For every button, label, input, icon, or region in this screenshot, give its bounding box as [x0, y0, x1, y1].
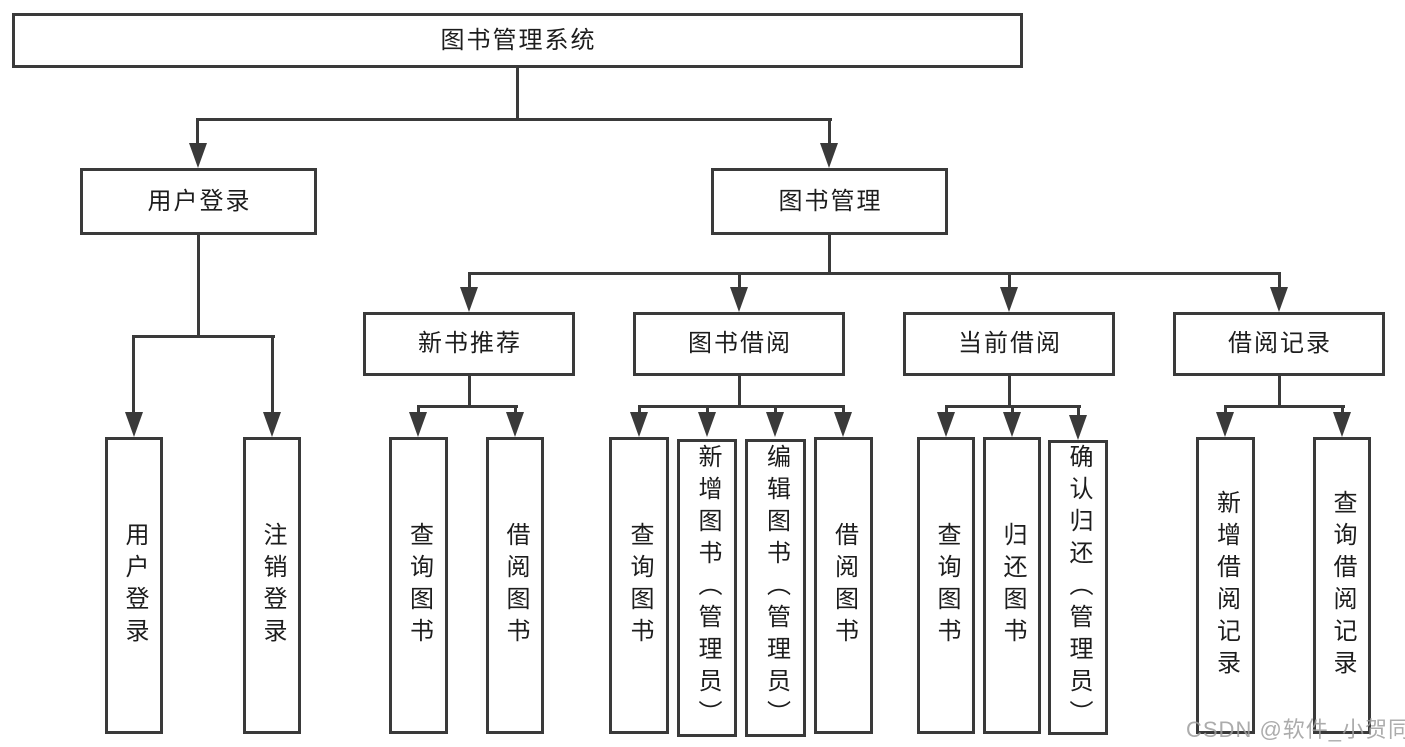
node-label: 查询图书	[933, 521, 960, 650]
node-label: 用户登录	[121, 521, 148, 650]
leaf-nbr-query-books: 查询图书	[389, 437, 448, 734]
node-book-management: 图书管理	[711, 168, 948, 235]
leaf-logout: 注销登录	[243, 437, 301, 734]
arrowhead-icon	[730, 287, 748, 312]
arrowhead-icon	[460, 287, 478, 312]
line-segment	[1008, 272, 1011, 287]
line-segment	[468, 272, 471, 287]
node-label: 借阅图书	[830, 521, 858, 650]
line-segment	[418, 405, 518, 408]
line-segment	[1278, 376, 1281, 408]
node-label: 编辑图书（管理员）	[762, 444, 790, 732]
line-segment	[514, 405, 517, 415]
arrowhead-icon	[125, 412, 143, 437]
line-segment	[774, 405, 777, 415]
line-segment	[468, 272, 1281, 275]
line-segment	[639, 405, 845, 408]
leaf-cb-confirm-return-admin: 确认归还（管理员）	[1048, 440, 1108, 735]
leaf-bb-edit-books-admin: 编辑图书（管理员）	[745, 439, 806, 737]
leaf-nbr-borrow-books: 借阅图书	[486, 437, 544, 734]
csdn-watermark: CSDN @软件_小贺同学	[1186, 717, 1405, 742]
node-user-login: 用户登录	[80, 168, 317, 235]
line-segment	[516, 68, 519, 121]
node-label: 归还图书	[999, 521, 1026, 650]
leaf-bb-add-books-admin: 新增图书（管理员）	[677, 439, 737, 737]
line-segment	[271, 335, 274, 412]
arrowhead-icon	[409, 412, 427, 437]
node-new-book-recommend: 新书推荐	[363, 312, 575, 376]
arrowhead-icon	[1000, 287, 1018, 312]
line-segment	[1224, 405, 1227, 415]
line-segment	[133, 335, 275, 338]
leaf-user-login: 用户登录	[105, 437, 163, 734]
line-segment	[468, 376, 471, 408]
line-segment	[828, 235, 831, 275]
line-segment	[196, 118, 199, 144]
node-root: 图书管理系统	[12, 13, 1023, 68]
node-current-borrow: 当前借阅	[903, 312, 1115, 376]
line-segment	[1008, 376, 1011, 408]
node-label: 查询借阅记录	[1329, 489, 1356, 682]
leaf-br-query-record: 查询借阅记录	[1313, 437, 1371, 734]
node-label: 借阅图书	[502, 521, 529, 650]
line-segment	[828, 118, 831, 144]
node-label: 当前借阅	[958, 330, 1062, 358]
arrowhead-icon	[698, 412, 716, 437]
node-label: 用户登录	[147, 187, 252, 215]
line-segment	[738, 272, 741, 287]
arrowhead-icon	[189, 143, 207, 168]
arrowhead-icon	[1003, 412, 1021, 437]
line-segment	[842, 405, 845, 415]
line-segment	[738, 376, 741, 408]
leaf-bb-borrow-books: 借阅图书	[814, 437, 873, 734]
node-label: 确认归还（管理员）	[1065, 443, 1092, 732]
arrowhead-icon	[263, 412, 281, 437]
line-segment	[1077, 405, 1080, 415]
node-label: 注销登录	[259, 521, 286, 650]
leaf-cb-query-books: 查询图书	[917, 437, 975, 734]
line-segment	[1011, 405, 1014, 415]
node-label: 查询图书	[626, 521, 653, 650]
line-segment	[197, 235, 200, 338]
arrowhead-icon	[937, 412, 955, 437]
node-label: 新书推荐	[418, 330, 522, 358]
arrowhead-icon	[766, 412, 784, 437]
node-label: 借阅记录	[1228, 330, 1332, 358]
line-segment	[1278, 272, 1281, 287]
line-segment	[1341, 405, 1344, 415]
node-label: 新增借阅记录	[1212, 489, 1240, 682]
node-label: 图书管理系统	[440, 26, 597, 54]
arrowhead-icon	[834, 412, 852, 437]
line-segment	[945, 405, 948, 415]
arrowhead-icon	[1270, 287, 1288, 312]
node-book-borrow: 图书借阅	[633, 312, 845, 376]
node-label: 新增图书（管理员）	[694, 444, 721, 732]
arrowhead-icon	[1069, 415, 1087, 440]
arrowhead-icon	[630, 412, 648, 437]
node-label: 图书借阅	[688, 330, 792, 358]
arrowhead-icon	[506, 412, 524, 437]
node-label: 查询图书	[405, 521, 433, 650]
line-segment	[1225, 405, 1345, 408]
leaf-bb-query-books: 查询图书	[609, 437, 669, 734]
node-borrow-records: 借阅记录	[1173, 312, 1385, 376]
leaf-cb-return-books: 归还图书	[983, 437, 1041, 734]
line-segment	[132, 335, 135, 412]
leaf-br-add-record: 新增借阅记录	[1196, 437, 1255, 734]
line-segment	[197, 118, 832, 121]
arrowhead-icon	[820, 143, 838, 168]
line-segment	[706, 405, 709, 415]
line-segment	[638, 405, 641, 415]
node-label: 图书管理	[778, 187, 883, 215]
line-segment	[946, 405, 1081, 408]
line-segment	[417, 405, 420, 415]
arrowhead-icon	[1333, 412, 1351, 437]
arrowhead-icon	[1216, 412, 1234, 437]
